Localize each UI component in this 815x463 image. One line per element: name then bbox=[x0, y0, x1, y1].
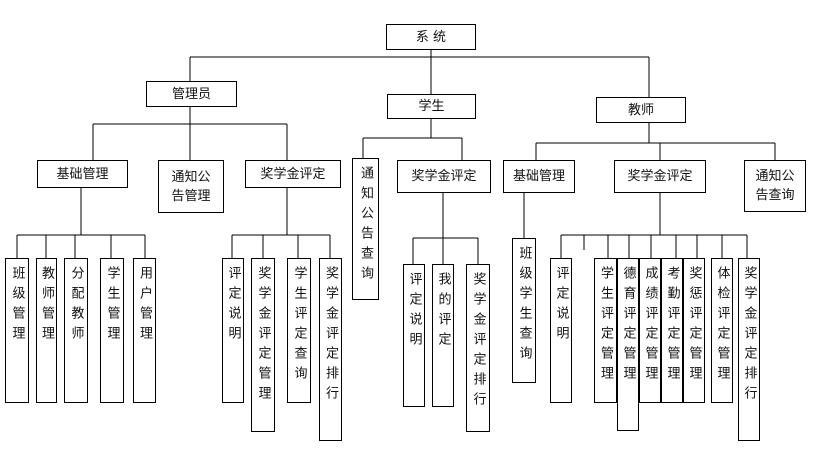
teacher-sch-leaf-label: 评定说明 bbox=[553, 266, 569, 346]
admin-sch-leaf-label: 奖学金评定排行 bbox=[323, 266, 338, 406]
admin-sch-leaf-manage: 奖学金评定管理 bbox=[251, 258, 275, 432]
student-leaf-label: 奖学金评定排行 bbox=[470, 272, 486, 412]
admin-sch-leaf-label: 学生评定查询 bbox=[291, 266, 307, 386]
teacher-leaf-label: 班级学生查询 bbox=[516, 246, 532, 366]
student-leaf-label: 我的评定 bbox=[435, 272, 451, 352]
teacher-basic-label: 基础管理 bbox=[512, 169, 565, 184]
admin-scholarship-node: 奖学金评定 bbox=[245, 160, 341, 188]
teacher-sch-leaf-reward: 奖惩评定管理 bbox=[683, 258, 705, 403]
admin-sch-leaf-label: 奖学金评定管理 bbox=[255, 266, 271, 406]
admin-sch-leaf-query: 学生评定查询 bbox=[287, 258, 311, 403]
admin-leaf-label: 教师管理 bbox=[39, 266, 54, 346]
admin-scholarship-label: 奖学金评定 bbox=[260, 166, 326, 182]
teacher-sch-leaf-label: 考勤评定管理 bbox=[664, 266, 680, 386]
admin-leaf-class: 班级管理 bbox=[5, 258, 29, 403]
admin-node: 管理员 bbox=[146, 81, 237, 107]
student-scholarship-node: 奖学金评定 bbox=[397, 160, 491, 193]
teacher-notice-node: 通知公告查询 bbox=[744, 160, 806, 212]
teacher-basic-node: 基础管理 bbox=[503, 160, 575, 193]
teacher-label: 教师 bbox=[627, 102, 654, 118]
student-notice-node: 通知公告查询 bbox=[352, 158, 379, 300]
admin-leaf-teacher: 教师管理 bbox=[36, 258, 57, 403]
root-label: 系 统 bbox=[415, 29, 447, 45]
teacher-sch-leaf-rank: 奖学金评定排行 bbox=[738, 258, 760, 441]
student-scholarship-label: 奖学金评定 bbox=[411, 169, 477, 184]
teacher-sch-leaf-label: 成绩评定管理 bbox=[642, 266, 658, 386]
teacher-node: 教师 bbox=[596, 97, 686, 123]
teacher-notice-label: 通知公告查询 bbox=[755, 169, 795, 203]
teacher-sch-leaf-grade: 成绩评定管理 bbox=[639, 258, 661, 403]
admin-notice-label: 通知公告管理 bbox=[171, 169, 211, 204]
root-node: 系 统 bbox=[386, 24, 476, 50]
teacher-sch-leaf-label: 奖惩评定管理 bbox=[686, 266, 702, 386]
teacher-scholarship-label: 奖学金评定 bbox=[627, 169, 693, 184]
teacher-sch-leaf-physical: 体检评定管理 bbox=[711, 258, 733, 403]
admin-sch-leaf-rank: 奖学金评定排行 bbox=[319, 258, 342, 441]
admin-leaf-label: 学生管理 bbox=[104, 266, 120, 346]
admin-leaf-assign: 分配教师 bbox=[64, 258, 88, 403]
teacher-sch-leaf-label: 奖学金评定排行 bbox=[741, 266, 757, 406]
admin-basic-node: 基础管理 bbox=[37, 160, 128, 188]
teacher-sch-leaf-label: 德育评定管理 bbox=[620, 266, 636, 386]
admin-leaf-label: 班级管理 bbox=[9, 266, 25, 346]
student-leaf-label: 评定说明 bbox=[406, 272, 422, 352]
admin-leaf-label: 分配教师 bbox=[68, 266, 84, 346]
admin-leaf-user: 用户管理 bbox=[133, 258, 156, 403]
teacher-sch-leaf-student: 学生评定管理 bbox=[594, 258, 617, 403]
student-node: 学生 bbox=[387, 94, 476, 119]
admin-notice-node: 通知公告管理 bbox=[158, 160, 224, 213]
admin-label: 管理员 bbox=[171, 86, 211, 102]
admin-basic-label: 基础管理 bbox=[56, 166, 109, 182]
student-leaf-rank: 奖学金评定排行 bbox=[466, 264, 490, 432]
admin-leaf-student: 学生管理 bbox=[100, 258, 124, 403]
admin-leaf-label: 用户管理 bbox=[137, 266, 152, 346]
teacher-sch-leaf-label: 学生评定管理 bbox=[598, 266, 613, 386]
teacher-sch-leaf-label: 体检评定管理 bbox=[714, 266, 730, 386]
admin-sch-leaf-desc: 评定说明 bbox=[222, 258, 244, 403]
teacher-leaf-class-student: 班级学生查询 bbox=[512, 238, 536, 383]
student-leaf-desc: 评定说明 bbox=[403, 264, 425, 407]
teacher-sch-leaf-moral: 德育评定管理 bbox=[617, 258, 639, 431]
teacher-sch-leaf-attendance: 考勤评定管理 bbox=[661, 258, 683, 403]
student-leaf-mine: 我的评定 bbox=[432, 264, 454, 407]
student-label: 学生 bbox=[418, 99, 445, 114]
student-notice-label: 通知公告查询 bbox=[358, 166, 373, 286]
admin-sch-leaf-label: 评定说明 bbox=[225, 266, 241, 346]
teacher-sch-leaf-desc: 评定说明 bbox=[550, 258, 572, 403]
teacher-scholarship-node: 奖学金评定 bbox=[614, 160, 706, 193]
